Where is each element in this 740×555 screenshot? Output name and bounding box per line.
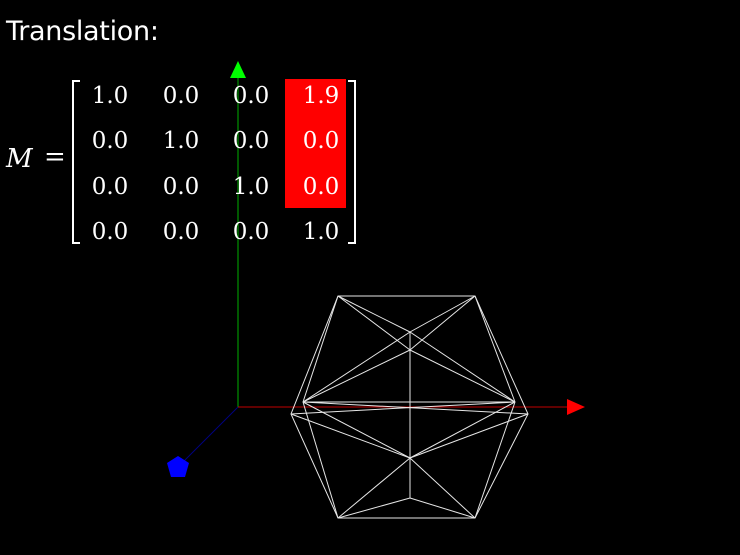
y-axis-arrowhead — [230, 61, 246, 78]
matrix-cell: 0.0 — [91, 219, 129, 245]
matrix-right-bracket — [348, 80, 356, 244]
z-axis-line — [182, 406, 239, 463]
icosahedron-wireframe — [290, 295, 529, 519]
matrix-cell: 0.0 — [91, 174, 129, 200]
matrix-cell: 0.0 — [232, 83, 270, 109]
matrix-cell: 0.0 — [302, 174, 340, 200]
matrix-cell: 0.0 — [302, 128, 340, 154]
matrix-cell: 0.0 — [232, 128, 270, 154]
matrix-cell: 0.0 — [91, 128, 129, 154]
matrix-cell: 1.0 — [91, 83, 129, 109]
matrix-cell: 0.0 — [232, 219, 270, 245]
x-axis-arrowhead — [567, 399, 585, 415]
z-axis-arrowhead — [167, 456, 189, 477]
matrix-cell: 1.9 — [302, 83, 340, 109]
matrix-cell: 0.0 — [162, 219, 200, 245]
matrix-cell: 1.0 — [162, 128, 200, 154]
matrix-label: M — [6, 144, 33, 174]
matrix-left-bracket — [72, 80, 80, 244]
translation-column-highlight — [285, 79, 346, 208]
matrix-cell: 1.0 — [302, 219, 340, 245]
page-title: Translation: — [6, 16, 159, 47]
matrix-cell: 1.0 — [232, 174, 270, 200]
matrix-cell: 0.0 — [162, 174, 200, 200]
equals-sign: = — [44, 142, 66, 172]
matrix-cell: 0.0 — [162, 83, 200, 109]
